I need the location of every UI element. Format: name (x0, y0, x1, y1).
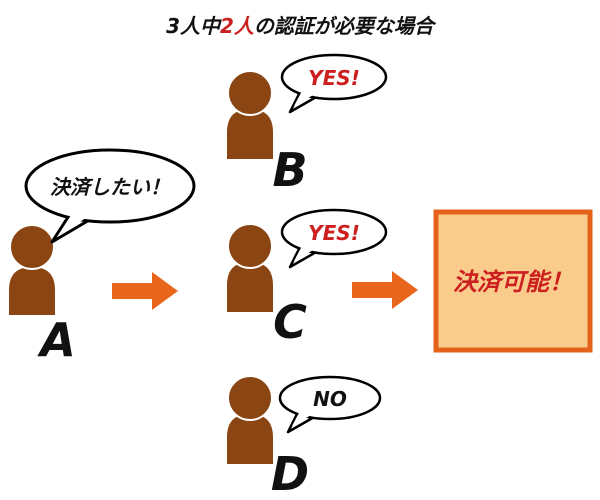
label-a: A (37, 313, 76, 367)
person-a-icon (7, 224, 57, 317)
speech-b-text: YES! (308, 66, 360, 90)
person-c-icon (225, 223, 275, 314)
arrow-c-to-result (352, 271, 418, 309)
speech-d-text: NO (313, 387, 347, 411)
label-d: D (271, 447, 309, 500)
speech-bubble-a: 決済したい！ (24, 148, 196, 244)
person-d-icon (225, 375, 275, 466)
label-c: C (273, 295, 307, 349)
title-suffix: の認証が必要な場合 (253, 14, 434, 38)
person-c: YES! C (225, 208, 388, 349)
speech-c-text: YES! (308, 221, 360, 245)
label-b: B (272, 143, 307, 197)
arrow-a-to-c (112, 272, 178, 310)
title-highlight: 2人 (220, 14, 254, 38)
title-prefix: 3人中 (166, 14, 220, 38)
speech-bubble-c: YES! (280, 208, 388, 269)
speech-a-text: 決済したい！ (50, 175, 170, 199)
result-label: 決済可能！ (453, 268, 573, 296)
result-box: 決済可能！ (433, 209, 593, 353)
person-b: YES! B (225, 53, 388, 197)
person-d: NO D (225, 375, 382, 500)
diagram-title: 3人中2人の認証が必要な場合 (0, 10, 600, 39)
person-b-icon (225, 70, 275, 161)
speech-bubble-d: NO (278, 375, 382, 434)
speech-bubble-b: YES! (280, 53, 388, 114)
person-a: 決済したい！ A (7, 148, 196, 367)
